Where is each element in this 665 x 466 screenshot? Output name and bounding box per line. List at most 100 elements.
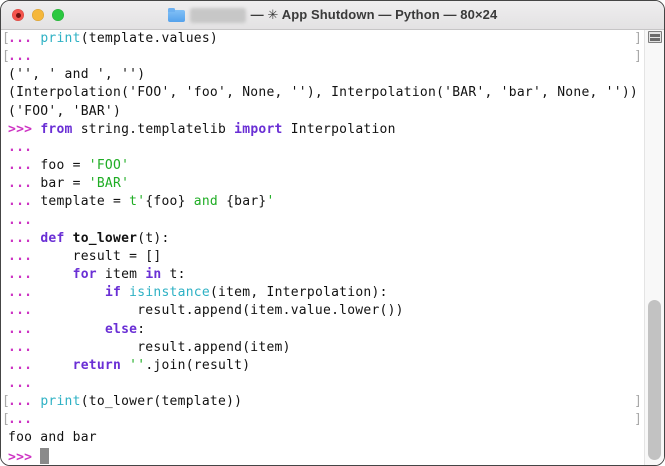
code-segment-prompt: ...: [8, 248, 41, 264]
code-segment-default: [121, 358, 129, 373]
redacted-session-name: [189, 7, 246, 23]
code-segment-default: [40, 285, 105, 300]
titlebar[interactable]: — ✳ App Shutdown — Python — 80×24: [1, 1, 664, 30]
code-segment-prompt: ...: [8, 412, 33, 428]
scrollbar-thumb[interactable]: [648, 300, 661, 460]
terminal-line: ... def to_lower(t):: [8, 230, 638, 248]
code-segment-prompt: ...: [8, 339, 41, 355]
folder-icon: [167, 7, 185, 22]
marks-icon-bar: [650, 37, 660, 41]
terminal-line: [... print(template.values)]: [2, 30, 642, 48]
code-segment-default: {foo}: [145, 194, 186, 210]
terminal-line: ... foo = 'FOO': [8, 157, 638, 175]
terminal-line: ...: [8, 139, 638, 157]
terminal-line: foo and bar: [8, 429, 638, 447]
terminal-line: ...: [8, 375, 638, 393]
code-segment-default: .join(result): [145, 357, 251, 373]
edited-dot-icon: [15, 12, 21, 18]
code-segment-default: [121, 285, 129, 300]
code-segment-prompt: ...: [8, 375, 33, 391]
code-segment-prompt: ...: [8, 31, 41, 46]
code-segment-prompt: ...: [8, 394, 41, 410]
terminal-line: ... if isinstance(item, Interpolation):: [8, 284, 638, 302]
terminal-line: ... for item in t:: [8, 266, 638, 284]
code-segment-prompt: ...: [8, 139, 33, 155]
terminal-lines: [... print(template.values)][...]('', ' …: [1, 30, 664, 465]
terminal-line: [...]: [2, 411, 642, 429]
code-segment-builtin: isinstance: [129, 285, 210, 301]
code-segment-default: t:: [161, 267, 186, 283]
code-segment-default: (template.values): [80, 31, 219, 46]
code-segment-keyword: if: [104, 285, 122, 301]
code-segment-keyword: def: [40, 230, 65, 246]
marks-indicator-icon[interactable]: [648, 31, 662, 43]
code-segment-default: bar =: [40, 176, 89, 192]
code-segment-prompt: >>>: [8, 449, 41, 465]
terminal-line: [...]: [2, 48, 642, 66]
code-segment-string: ': [266, 194, 275, 210]
code-segment-default: [40, 322, 105, 337]
zoom-button[interactable]: [52, 9, 64, 21]
code-segment-default: (to_lower(template)): [80, 394, 243, 410]
code-segment-prompt: ...: [8, 194, 41, 210]
terminal-line: ...: [8, 212, 638, 230]
code-segment-definition: to_lower: [72, 230, 138, 246]
code-segment-builtin: print: [40, 31, 81, 46]
code-segment-default: Interpolation: [282, 121, 396, 137]
terminal-line: ... template = t'{foo} and {bar}': [8, 193, 638, 211]
terminal-line: ... result.append(item.value.lower()): [8, 302, 638, 320]
code-segment-keyword: in: [145, 267, 162, 283]
terminal-line: ('', ' and ', ''): [8, 66, 638, 84]
code-segment-default: (t):: [137, 230, 170, 246]
text-cursor: [40, 447, 50, 464]
code-segment-prompt: ...: [8, 357, 41, 373]
terminal-line: ... result.append(item): [8, 339, 638, 357]
code-segment-prompt: >>>: [8, 121, 41, 137]
code-segment-default: (item, Interpolation):: [209, 285, 388, 301]
code-segment-prompt: ...: [8, 158, 41, 174]
code-segment-keyword: return: [72, 357, 122, 373]
code-segment-prompt: ...: [8, 212, 33, 228]
code-segment-keyword: from: [40, 121, 73, 137]
code-segment-prompt: ...: [8, 49, 33, 65]
terminal-line: ... else:: [8, 321, 638, 339]
command-mark-left: [: [2, 412, 10, 428]
code-segment-string: and: [185, 194, 227, 210]
code-segment-default: (Interpolation('FOO', 'foo', None, ''), …: [8, 85, 638, 101]
code-segment-default: template =: [40, 194, 130, 210]
code-segment-default: ('', ' and ', ''): [8, 67, 146, 83]
code-segment-default: foo and bar: [8, 430, 97, 446]
code-segment-keyword: import: [234, 121, 283, 137]
code-segment-default: [65, 231, 73, 246]
code-segment-string: 'FOO': [88, 158, 130, 174]
close-button[interactable]: [12, 9, 24, 21]
code-segment-default: foo =: [40, 158, 89, 174]
window-controls: [12, 1, 64, 29]
command-mark-right: ]: [634, 49, 642, 65]
command-mark-left: [: [2, 31, 10, 46]
code-segment-prompt: ...: [8, 285, 41, 301]
code-segment-default: item: [96, 267, 146, 283]
terminal-content[interactable]: [... print(template.values)][...]('', ' …: [1, 30, 664, 465]
code-segment-default: result = []: [40, 248, 162, 264]
scrollbar[interactable]: [644, 30, 664, 465]
code-segment-default: [40, 267, 72, 282]
code-segment-prompt: ...: [8, 176, 41, 192]
code-segment-keyword: for: [72, 267, 97, 283]
minimize-button[interactable]: [32, 9, 44, 21]
code-segment-keyword: else: [104, 321, 138, 337]
command-mark-right: ]: [634, 394, 642, 410]
terminal-line: ... return ''.join(result): [8, 357, 638, 375]
code-segment-prompt: ...: [8, 230, 41, 246]
code-segment-builtin: print: [40, 394, 81, 410]
code-segment-default: ('FOO', 'BAR'): [8, 103, 122, 119]
terminal-line: [... print(to_lower(template))]: [2, 393, 642, 411]
command-mark-left: [: [2, 49, 10, 65]
code-segment-default: result.append(item): [40, 339, 291, 355]
terminal-line: >>>: [8, 447, 638, 465]
code-segment-default: :: [137, 321, 146, 337]
code-segment-default: {bar}: [226, 194, 267, 210]
code-segment-string: t': [129, 194, 146, 210]
code-segment-default: [40, 358, 72, 373]
